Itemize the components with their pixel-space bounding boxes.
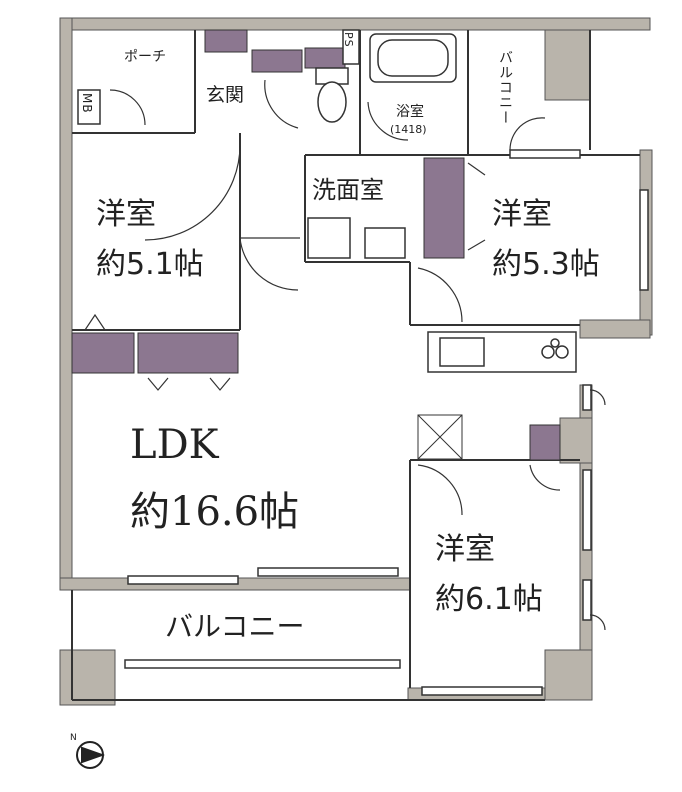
bath-name: 浴室	[396, 104, 424, 120]
entrance-name: 玄関	[206, 84, 245, 106]
main-balcony-name: バルコニー	[165, 610, 305, 643]
bath-size: (1418)	[390, 123, 427, 136]
door-swings	[84, 79, 606, 631]
windows	[124, 149, 649, 696]
bath-fixtures	[307, 33, 457, 259]
kitchen	[427, 331, 577, 373]
north-label: N	[70, 733, 77, 743]
western-room-3-name: 洋室	[435, 532, 495, 567]
fridge-space	[417, 414, 463, 460]
western-room-2-size: 約5.3帖	[492, 247, 600, 282]
western-room-1-size: 約5.1帖	[96, 247, 204, 282]
western-room-3-size: 約6.1帖	[435, 582, 543, 617]
western-room-1-name: 洋室	[96, 197, 156, 232]
ps-label: PS	[342, 32, 355, 48]
ldk-size: 約16.6帖	[130, 489, 300, 535]
porch-name: ポーチ	[124, 49, 166, 65]
mb-box	[77, 89, 101, 125]
small-balcony-name: バルコニー	[497, 50, 513, 125]
washroom-name: 洗面室	[312, 176, 384, 204]
western-room-2-name: 洋室	[492, 197, 552, 232]
north-compass-icon	[76, 741, 106, 769]
storage	[71, 29, 561, 461]
ps-box	[342, 29, 360, 65]
mb-label: MB	[80, 93, 94, 114]
ldk-name: LDK	[130, 422, 219, 468]
interior-walls	[71, 30, 640, 701]
